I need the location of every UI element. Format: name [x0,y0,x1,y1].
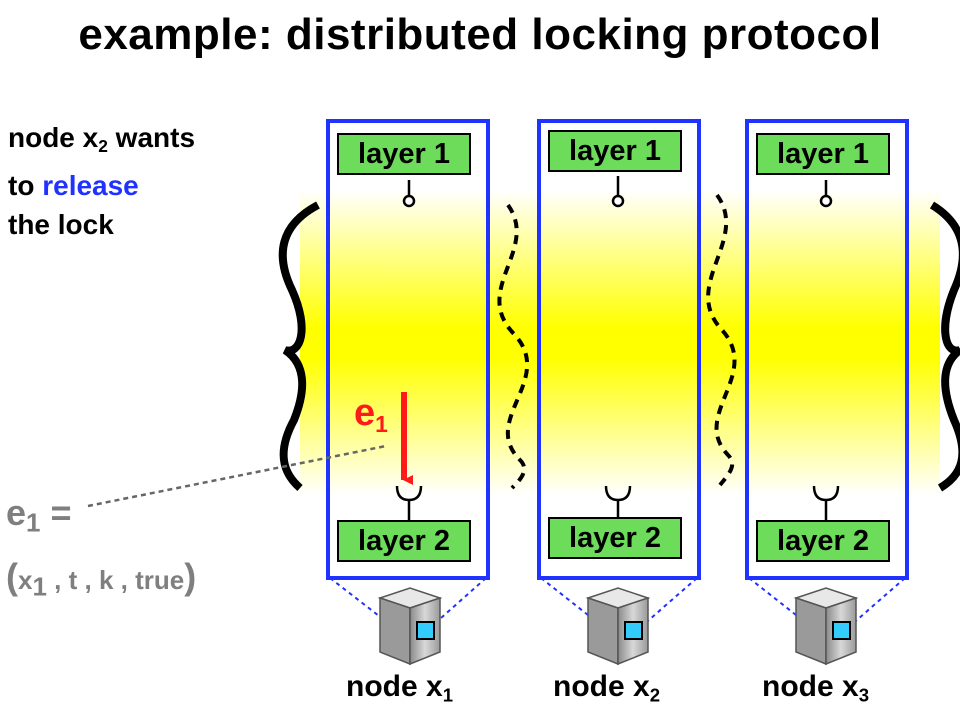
wavy-separator-2 [706,193,737,487]
server-icon-2 [585,587,651,666]
plug-icon-1 [395,485,423,520]
scenario-description: node x2 wants to release the lock [8,118,195,244]
node-2-layer-1: layer 1 [548,130,682,172]
node-frame-3 [745,119,909,580]
wavy-separator-1 [497,203,530,490]
event-label: e1 [354,392,388,437]
event-definition: e1 = (x1 , t , k , true) [6,486,196,613]
description-line-2: to release [8,170,139,202]
node-label-1: node x1 [346,670,454,706]
event-definition-tuple: (x1 , t , k , true) [6,555,197,602]
description-line-1: node x2 wants [8,122,196,157]
node-label-3: node x3 [762,670,870,706]
node-1-layer-1: layer 1 [337,133,471,175]
socket-icon-2 [611,176,625,208]
event-definition-name: e1 = [6,492,72,538]
page-title: example: distributed locking protocol [78,10,882,59]
left-brace [278,201,320,492]
plug-icon-3 [812,485,840,520]
node-3-layer-1: layer 1 [756,133,890,175]
socket-icon-3 [819,180,833,208]
node-2-layer-2: layer 2 [548,517,682,559]
node-3-layer-2: layer 2 [756,520,890,562]
shared-memory-band [300,190,940,495]
description-line-3: the lock [8,209,114,241]
event-connector [87,444,387,508]
release-keyword: release [42,170,139,202]
node-frame-1 [326,119,490,580]
node-1-layer-2: layer 2 [337,520,471,562]
server-icon-3 [793,587,859,666]
node-frame-2 [537,119,701,580]
plug-icon-2 [604,485,632,517]
node-label-2: node x2 [553,670,661,706]
server-icon-1 [377,587,443,666]
socket-icon-1 [402,180,416,208]
